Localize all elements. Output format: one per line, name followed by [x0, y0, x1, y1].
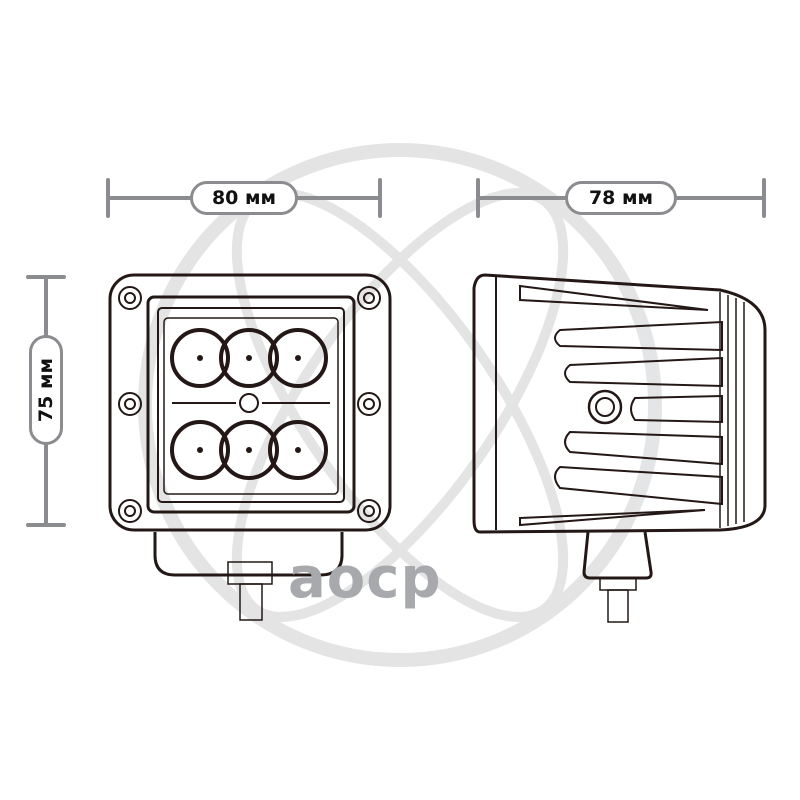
- width-label: 80 мм: [190, 181, 298, 215]
- height-label: 75 мм: [29, 335, 63, 445]
- watermark-logo: [138, 143, 662, 667]
- depth-label: 78 мм: [565, 181, 677, 215]
- watermark-brand: aocp: [288, 546, 442, 611]
- side-view: [472, 273, 767, 623]
- front-view: [108, 273, 392, 621]
- led-row-bottom: [170, 420, 328, 480]
- cooling-fins: [519, 284, 723, 527]
- mount-bracket: [153, 532, 344, 577]
- led-row-top: [170, 328, 328, 388]
- side-bolt: [587, 389, 623, 425]
- mounting-screws: [118, 286, 381, 523]
